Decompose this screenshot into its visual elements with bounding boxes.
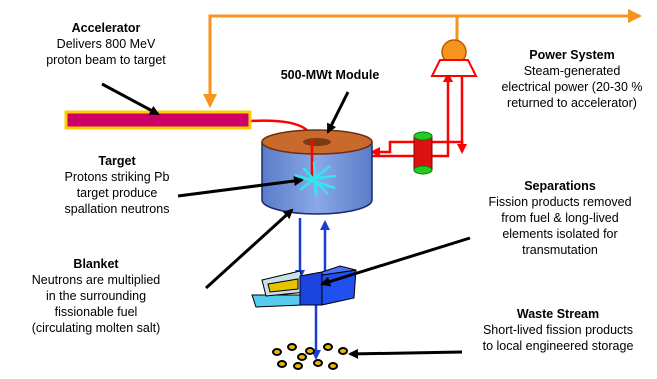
accelerator-desc: Delivers 800 MeV proton beam to target (46, 37, 166, 67)
reactor-module-vessel (261, 129, 373, 215)
pointer-arrows (101, 82, 471, 359)
waste-stream-label: Waste Stream Short-lived fission product… (462, 306, 654, 354)
target-label: Target Protons striking Pb target produc… (42, 153, 192, 217)
waste-pointer (348, 348, 463, 359)
spallation-burst-icon (294, 161, 337, 197)
waste-canisters-icon (272, 343, 348, 370)
waste-stream-desc: Short-lived fission products to local en… (482, 323, 634, 353)
separations-desc: Fission products removed from fuel & lon… (488, 195, 632, 257)
turbine-generator-icon (430, 39, 478, 77)
blanket-label: Blanket Neutrons are multiplied in the s… (6, 256, 186, 336)
blanket-desc: Neutrons are multiplied in the surroundi… (31, 273, 161, 335)
module-title: 500-MWt Module (280, 68, 380, 82)
accelerator-label: Accelerator Delivers 800 MeV proton beam… (26, 20, 186, 68)
accelerator-beam-pipe (64, 110, 252, 130)
target-pointer (177, 176, 304, 198)
target-title: Target (98, 154, 136, 168)
separations-title: Separations (524, 179, 596, 193)
accelerator-pointer (101, 82, 160, 116)
target-desc: Protons striking Pb target produce spall… (64, 170, 170, 216)
waste-stream-title: Waste Stream (516, 307, 600, 321)
separations-pointer (320, 236, 471, 287)
blanket-title: Blanket (73, 257, 119, 271)
power-system-title: Power System (529, 48, 615, 62)
module-pointer (326, 91, 350, 134)
module-label: 500-MWt Module (260, 67, 400, 83)
separation-flow-arrows (295, 218, 330, 360)
accelerator-title: Accelerator (71, 21, 141, 35)
separations-label: Separations Fission products removed fro… (470, 178, 650, 258)
power-system-desc: Steam-generated electrical power (20-30 … (501, 64, 643, 110)
power-system-label: Power System Steam-generated electrical … (492, 47, 652, 111)
separations-unit-icon (251, 265, 357, 308)
steam-generator-icon (413, 131, 433, 175)
blanket-pointer (204, 208, 294, 290)
